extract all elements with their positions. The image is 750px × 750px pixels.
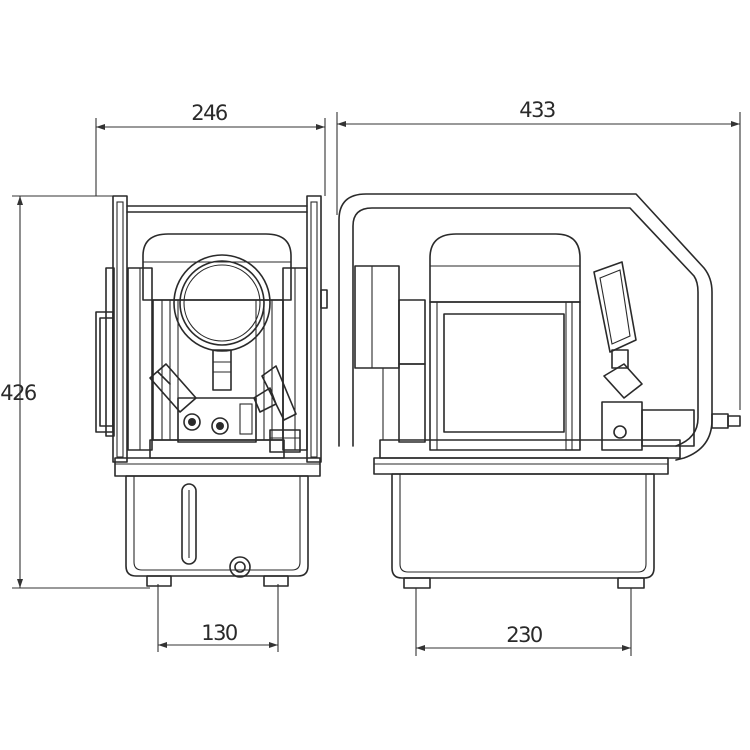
- dim-side-length: 433: [519, 98, 555, 122]
- front-view: [95, 195, 328, 587]
- dim-height: 426: [0, 381, 37, 405]
- dim-side-feet-spacing: 230: [506, 623, 542, 647]
- dim-front-feet-spacing: 130: [201, 621, 237, 645]
- side-view: [338, 193, 741, 589]
- dim-front-width: 246: [191, 101, 228, 125]
- dimension-lines: [12, 112, 741, 656]
